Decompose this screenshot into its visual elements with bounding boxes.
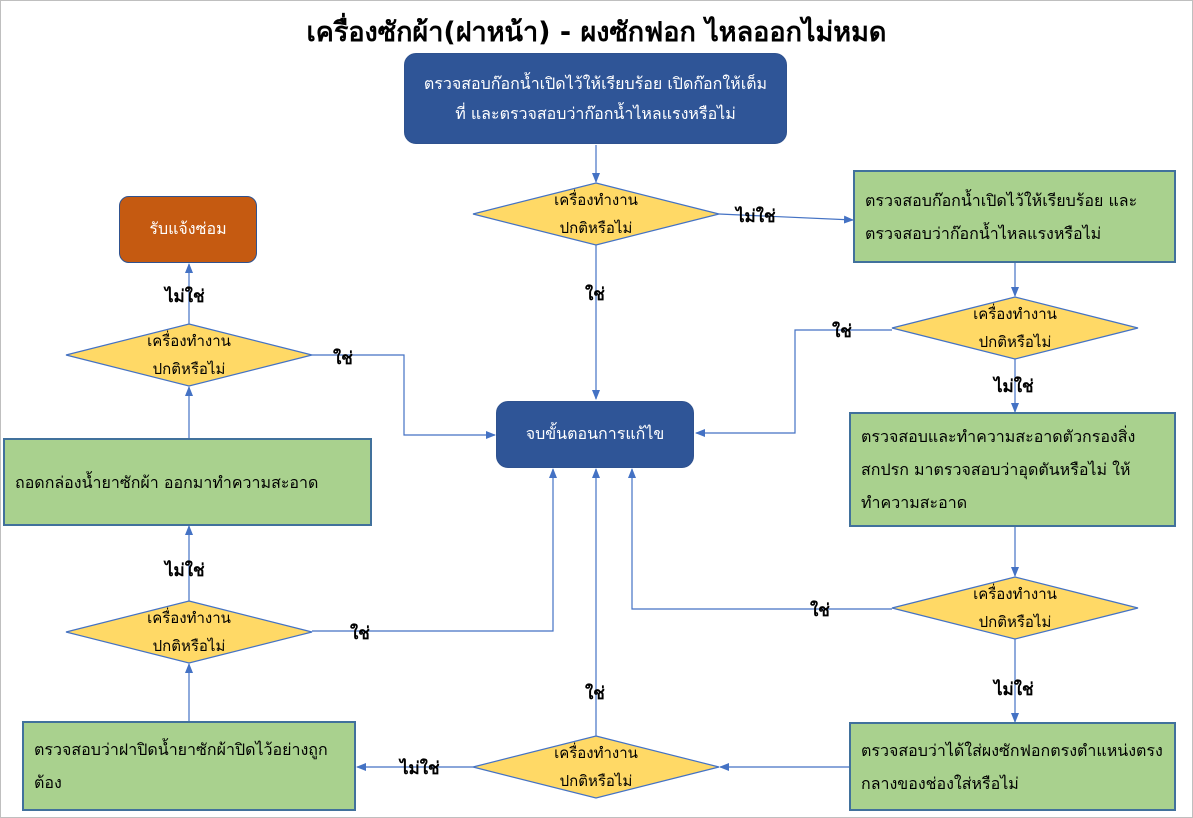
process-right-2-text: ตรวจสอบและทำความสะอาดตัวกรองสิ่งสกปรก มา… xyxy=(861,427,1136,512)
decision-top-text: เครื่องทำงาน ปกติหรือไม่ xyxy=(516,186,676,242)
repair-box: รับแจ้งซ่อม xyxy=(119,196,257,263)
decision-line1: เครื่องทำงาน xyxy=(973,585,1057,603)
decision-bottom-text: เครื่องทำงาน ปกติหรือไม่ xyxy=(516,739,676,795)
process-left-2: ถอดกล่องน้ำยาซักผ้า ออกมาทำความสะอาด xyxy=(3,438,372,526)
label-yes: ใช่ xyxy=(832,322,852,342)
process-right-1-text: ตรวจสอบก๊อกน้ำเปิดไว้ให้เรียบร้อย และตรว… xyxy=(865,190,1138,243)
decision-right-1-text: เครื่องทำงาน ปกติหรือไม่ xyxy=(935,300,1095,356)
decision-line1: เครื่องทำงาน xyxy=(554,744,638,762)
label-no: ไม่ใช่ xyxy=(994,377,1034,397)
decision-line2: ปกติหรือไม่ xyxy=(978,333,1052,351)
arrow-d6-yes xyxy=(312,354,496,439)
arrow-d1-no xyxy=(718,213,854,224)
decision-right-2-text: เครื่องทำงาน ปกติหรือไม่ xyxy=(935,580,1095,636)
decision-left-1-text: เครื่องทำงาน ปกติหรือไม่ xyxy=(109,604,269,660)
label-no: ไม่ใช่ xyxy=(165,287,205,307)
decision-line1: เครื่องทำงาน xyxy=(554,191,638,209)
label-yes: ใช่ xyxy=(810,601,830,621)
process-right-1: ตรวจสอบก๊อกน้ำเปิดไว้ให้เรียบร้อย และตรว… xyxy=(853,170,1176,263)
arrow-d3-yes xyxy=(628,468,892,610)
decision-left-2-text: เครื่องทำงาน ปกติหรือไม่ xyxy=(109,327,269,383)
label-no: ไม่ใช่ xyxy=(165,561,205,581)
decision-line1: เครื่องทำงาน xyxy=(147,332,231,350)
process-left-1: ตรวจสอบว่าฝาปิดน้ำยาซักผ้าปิดไว้อย่างถูก… xyxy=(22,721,356,811)
decision-diamond-bottom xyxy=(472,735,720,799)
page-title: เครื่องซักผ้า(ฝาหน้า) - ผงซักฟอก ไหลออกไ… xyxy=(306,17,887,48)
decision-line2: ปกติหรือไม่ xyxy=(559,772,633,790)
decision-line2: ปกติหรือไม่ xyxy=(152,637,226,655)
label-yes: ใช่ xyxy=(585,684,605,704)
process-right-2: ตรวจสอบและทำความสะอาดตัวกรองสิ่งสกปรก มา… xyxy=(849,412,1176,527)
process-right-3-text: ตรวจสอบว่าได้ใส่ผงซักฟอกตรงตำแหน่งตรงกลา… xyxy=(861,740,1163,793)
label-yes: ใช่ xyxy=(350,624,370,644)
label-yes: ใช่ xyxy=(585,285,605,305)
decision-line2: ปกติหรือไม่ xyxy=(978,613,1052,631)
label-no: ไม่ใช่ xyxy=(400,759,440,779)
decision-line1: เครื่องทำงาน xyxy=(973,305,1057,323)
end-text: จบขั้นตอนการแก้ไข xyxy=(525,424,665,443)
decision-line2: ปกติหรือไม่ xyxy=(559,219,633,237)
start-text: ตรวจสอบก๊อกน้ำเปิดไว้ให้เรียบร้อย เปิดก๊… xyxy=(423,73,768,123)
arrow-d5-yes xyxy=(312,468,557,632)
label-no: ไม่ใช่ xyxy=(736,207,776,227)
decision-line1: เครื่องทำงาน xyxy=(147,609,231,627)
repair-text: รับแจ้งซ่อม xyxy=(149,219,227,238)
end-box: จบขั้นตอนการแก้ไข xyxy=(496,401,694,468)
process-right-3: ตรวจสอบว่าได้ใส่ผงซักฟอกตรงตำแหน่งตรงกลา… xyxy=(849,722,1176,811)
label-no: ไม่ใช่ xyxy=(994,680,1034,700)
process-left-2-text: ถอดกล่องน้ำยาซักผ้า ออกมาทำความสะอาด xyxy=(15,472,319,492)
start-box: ตรวจสอบก๊อกน้ำเปิดไว้ให้เรียบร้อย เปิดก๊… xyxy=(404,53,787,144)
label-yes: ใช่ xyxy=(333,349,353,369)
arrow-d2-yes xyxy=(695,329,892,437)
process-left-1-text: ตรวจสอบว่าฝาปิดน้ำยาซักผ้าปิดไว้อย่างถูก… xyxy=(34,740,328,792)
decision-line2: ปกติหรือไม่ xyxy=(152,360,226,378)
